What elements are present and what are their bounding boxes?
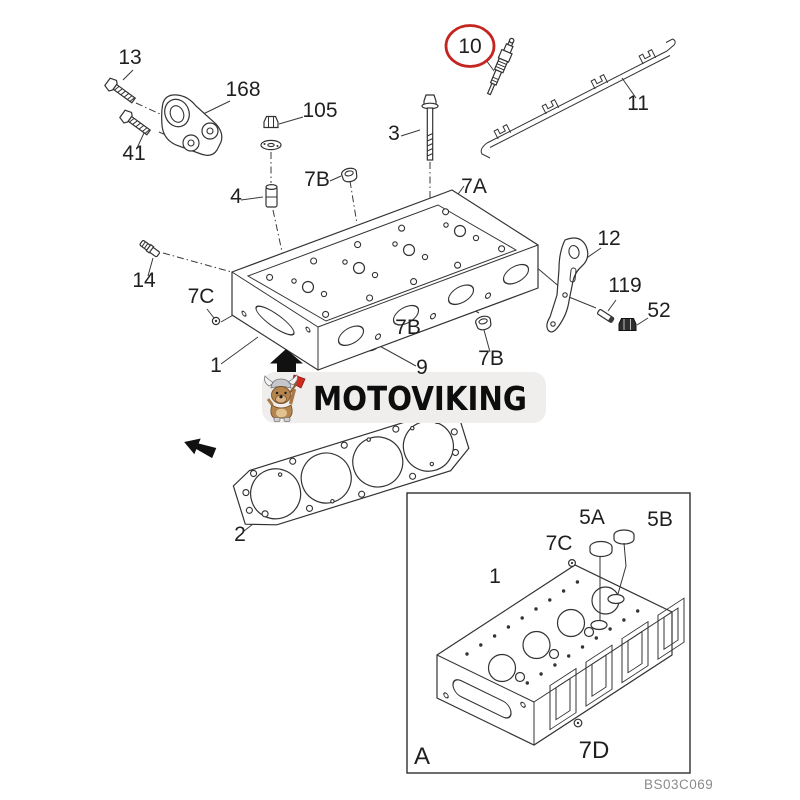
part-label-10: 10 xyxy=(458,35,481,58)
part-label-119: 119 xyxy=(608,274,641,297)
part-bolt-3 xyxy=(421,94,439,161)
part-label-7b: 7B xyxy=(395,316,421,339)
watermark-brand-text: MOTOVIKING xyxy=(313,379,527,418)
arrow-down-left-icon xyxy=(184,438,217,459)
inset-valve-5b xyxy=(607,529,635,605)
red-highlight-circle xyxy=(444,24,496,68)
inset-side-slot xyxy=(443,679,526,719)
watermark-banner: MOTOVIKING xyxy=(262,372,546,423)
part-label-7b: 7B xyxy=(478,347,504,370)
part-label-11: 11 xyxy=(627,92,649,115)
part-label-5a: 5A xyxy=(579,506,605,529)
inset-cylinder-head-1 xyxy=(436,564,685,746)
part-label-12: 12 xyxy=(597,227,620,250)
part-cap-7b-right xyxy=(475,315,492,331)
part-spacer-4 xyxy=(265,184,278,208)
part-number-labels: 13 41 168 105 10 11 3 4 7B 7A 12 119 52 14 7C 1 9 7B 7B 2 5A… xyxy=(118,35,673,770)
part-label-5b: 5B xyxy=(647,508,673,531)
part-glow-plug-10 xyxy=(486,37,515,96)
part-cap-7b-top xyxy=(341,167,358,183)
arrow-up-icon xyxy=(270,349,303,373)
inset-plug-7d xyxy=(573,718,583,728)
drawing-code: BS03C069 xyxy=(644,777,713,792)
part-nut-105 xyxy=(260,115,282,151)
part-bolt-41 xyxy=(119,109,152,136)
head-left-face xyxy=(241,305,311,336)
inset-view-box xyxy=(406,492,691,774)
inset-valve-5a xyxy=(589,540,613,631)
part-label-2: 2 xyxy=(234,523,246,546)
part-lift-bracket-12 xyxy=(546,237,589,333)
part-plug-7c xyxy=(211,316,221,326)
part-label-a: A xyxy=(414,743,430,770)
viking-mascot-logo xyxy=(264,374,306,422)
part-label-41: 41 xyxy=(122,142,145,165)
part-label-14: 14 xyxy=(132,269,156,292)
part-label-7c: 7C xyxy=(188,285,215,308)
part-label-7c: 7C xyxy=(546,532,573,555)
part-label-7d: 7D xyxy=(579,737,610,764)
part-label-105: 105 xyxy=(302,99,337,122)
part-head-gasket-2 xyxy=(232,415,470,526)
inset-exhaust-ports xyxy=(549,597,685,731)
part-label-52: 52 xyxy=(647,299,670,322)
part-bolt-13 xyxy=(104,77,137,104)
part-stud-119 xyxy=(596,308,615,323)
part-label-7b: 7B xyxy=(304,168,330,191)
part-label-1: 1 xyxy=(489,565,501,588)
part-label-9: 9 xyxy=(416,356,428,379)
inset-plug-7c xyxy=(567,558,576,567)
part-bracket-168 xyxy=(161,94,223,156)
part-label-13: 13 xyxy=(118,46,141,69)
part-nut-52 xyxy=(618,318,637,331)
part-label-7a: 7A xyxy=(461,175,487,198)
head-front-ports xyxy=(337,263,530,347)
part-label-1: 1 xyxy=(210,354,222,377)
part-label-168: 168 xyxy=(225,78,260,101)
part-rail-11 xyxy=(480,38,676,159)
part-cylinder-head-1 xyxy=(231,189,539,371)
part-label-3: 3 xyxy=(388,122,400,145)
part-label-4: 4 xyxy=(230,185,242,208)
part-stud-14 xyxy=(139,239,160,258)
